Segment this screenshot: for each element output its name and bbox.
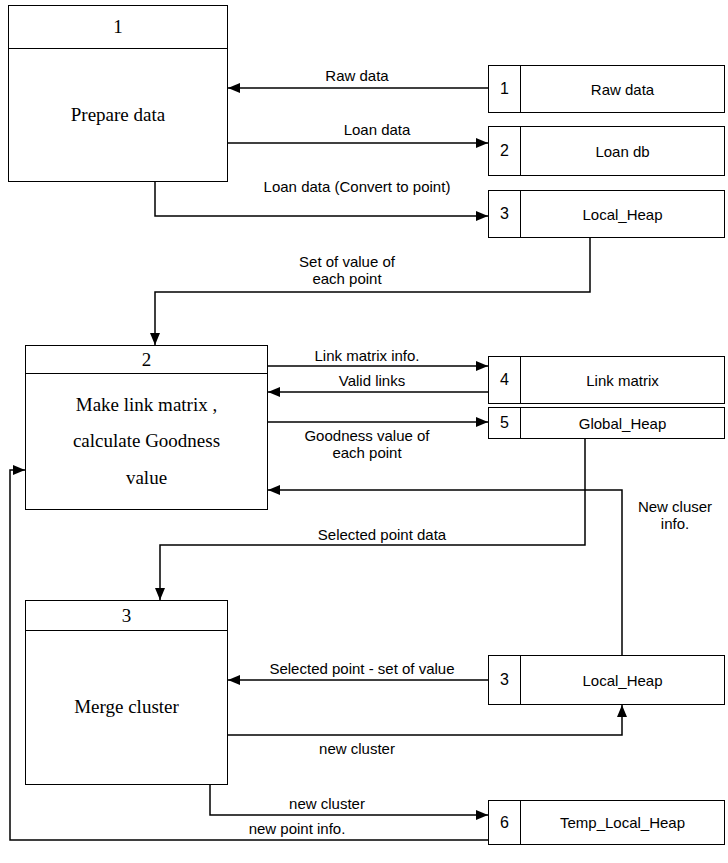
node-label: Local_Heap bbox=[582, 206, 662, 223]
flow-label: new point info. bbox=[225, 820, 369, 837]
node-label: Make link matrix , calculate Goodness va… bbox=[62, 387, 232, 495]
data-store: 1 Raw data bbox=[488, 65, 725, 113]
data-store: 3 Local_Heap bbox=[488, 655, 725, 705]
store-name-cell: Local_Heap bbox=[521, 656, 724, 704]
process-box: 1Prepare data bbox=[8, 5, 228, 182]
flow-label: Selected point data bbox=[295, 526, 469, 543]
data-store: 6 Temp_Local_Heap bbox=[488, 800, 725, 845]
node-number: 6 bbox=[500, 814, 509, 832]
node-number: 1 bbox=[113, 16, 123, 38]
flow-label: new cluster bbox=[270, 795, 384, 812]
flow-label: Goodness value of each point bbox=[290, 427, 444, 461]
flow-label: new cluster bbox=[300, 740, 414, 757]
data-flow-arrow bbox=[228, 705, 622, 735]
data-flow-arrow bbox=[228, 679, 488, 681]
data-store: 2 Loan db bbox=[488, 126, 725, 176]
node-number: 5 bbox=[500, 414, 509, 432]
process-number-cell: 1 bbox=[9, 6, 227, 49]
store-name-cell: Global_Heap bbox=[521, 408, 724, 438]
process-box: 3Merge cluster bbox=[25, 600, 228, 785]
process-body: Prepare data bbox=[9, 49, 227, 181]
data-flow-arrow bbox=[155, 238, 590, 345]
store-name-cell: Link matrix bbox=[521, 357, 724, 403]
flow-label: Set of value of each point bbox=[285, 253, 409, 287]
data-store: 3 Local_Heap bbox=[488, 190, 725, 238]
data-store: 4 Link matrix bbox=[488, 356, 725, 404]
node-label: Prepare data bbox=[71, 104, 165, 127]
flow-label: Loan data bbox=[320, 121, 434, 138]
data-flow-arrow bbox=[228, 142, 488, 144]
process-number-cell: 3 bbox=[26, 601, 227, 631]
data-flow-arrow bbox=[10, 470, 488, 840]
process-body: Make link matrix , calculate Goodness va… bbox=[26, 374, 267, 509]
flow-label: Raw data bbox=[300, 67, 414, 84]
store-name-cell: Local_Heap bbox=[521, 191, 724, 237]
process-number-cell: 2 bbox=[26, 346, 267, 374]
node-number: 3 bbox=[500, 671, 509, 689]
data-flow-arrow bbox=[210, 785, 488, 815]
data-flow-arrow bbox=[228, 87, 488, 89]
node-number: 1 bbox=[500, 80, 509, 98]
node-label: Local_Heap bbox=[582, 672, 662, 689]
node-label: Link matrix bbox=[586, 372, 659, 389]
node-label: Loan db bbox=[595, 143, 649, 160]
store-number-cell: 1 bbox=[489, 66, 521, 112]
node-number: 3 bbox=[122, 605, 132, 627]
flow-label: Loan data (Convert to point) bbox=[245, 178, 469, 195]
flow-label: Selected point - set of value bbox=[240, 660, 484, 677]
node-number: 2 bbox=[500, 142, 509, 160]
node-label: Merge cluster bbox=[74, 696, 179, 719]
process-body: Merge cluster bbox=[26, 631, 227, 784]
node-number: 4 bbox=[500, 371, 509, 389]
store-name-cell: Raw data bbox=[521, 66, 724, 112]
data-flow-arrow bbox=[268, 365, 488, 367]
store-name-cell: Loan db bbox=[521, 127, 724, 175]
store-name-cell: Temp_Local_Heap bbox=[521, 801, 724, 844]
flow-label: Valid links bbox=[320, 372, 424, 389]
flow-label: Link matrix info. bbox=[290, 347, 444, 364]
process-box: 2Make link matrix , calculate Goodness v… bbox=[25, 345, 268, 510]
flow-label: New cluser info. bbox=[628, 498, 722, 532]
store-number-cell: 6 bbox=[489, 801, 521, 844]
store-number-cell: 2 bbox=[489, 127, 521, 175]
node-number: 3 bbox=[500, 205, 509, 223]
node-label: Raw data bbox=[591, 81, 654, 98]
node-number: 2 bbox=[142, 349, 152, 371]
data-flow-arrow bbox=[268, 490, 622, 655]
store-number-cell: 3 bbox=[489, 191, 521, 237]
store-number-cell: 4 bbox=[489, 357, 521, 403]
data-flow-arrow bbox=[268, 391, 488, 393]
data-flow-arrow bbox=[268, 421, 488, 423]
store-number-cell: 3 bbox=[489, 656, 521, 704]
data-store: 5 Global_Heap bbox=[488, 407, 725, 439]
store-number-cell: 5 bbox=[489, 408, 521, 438]
node-label: Global_Heap bbox=[579, 415, 667, 432]
node-label: Temp_Local_Heap bbox=[560, 814, 685, 831]
